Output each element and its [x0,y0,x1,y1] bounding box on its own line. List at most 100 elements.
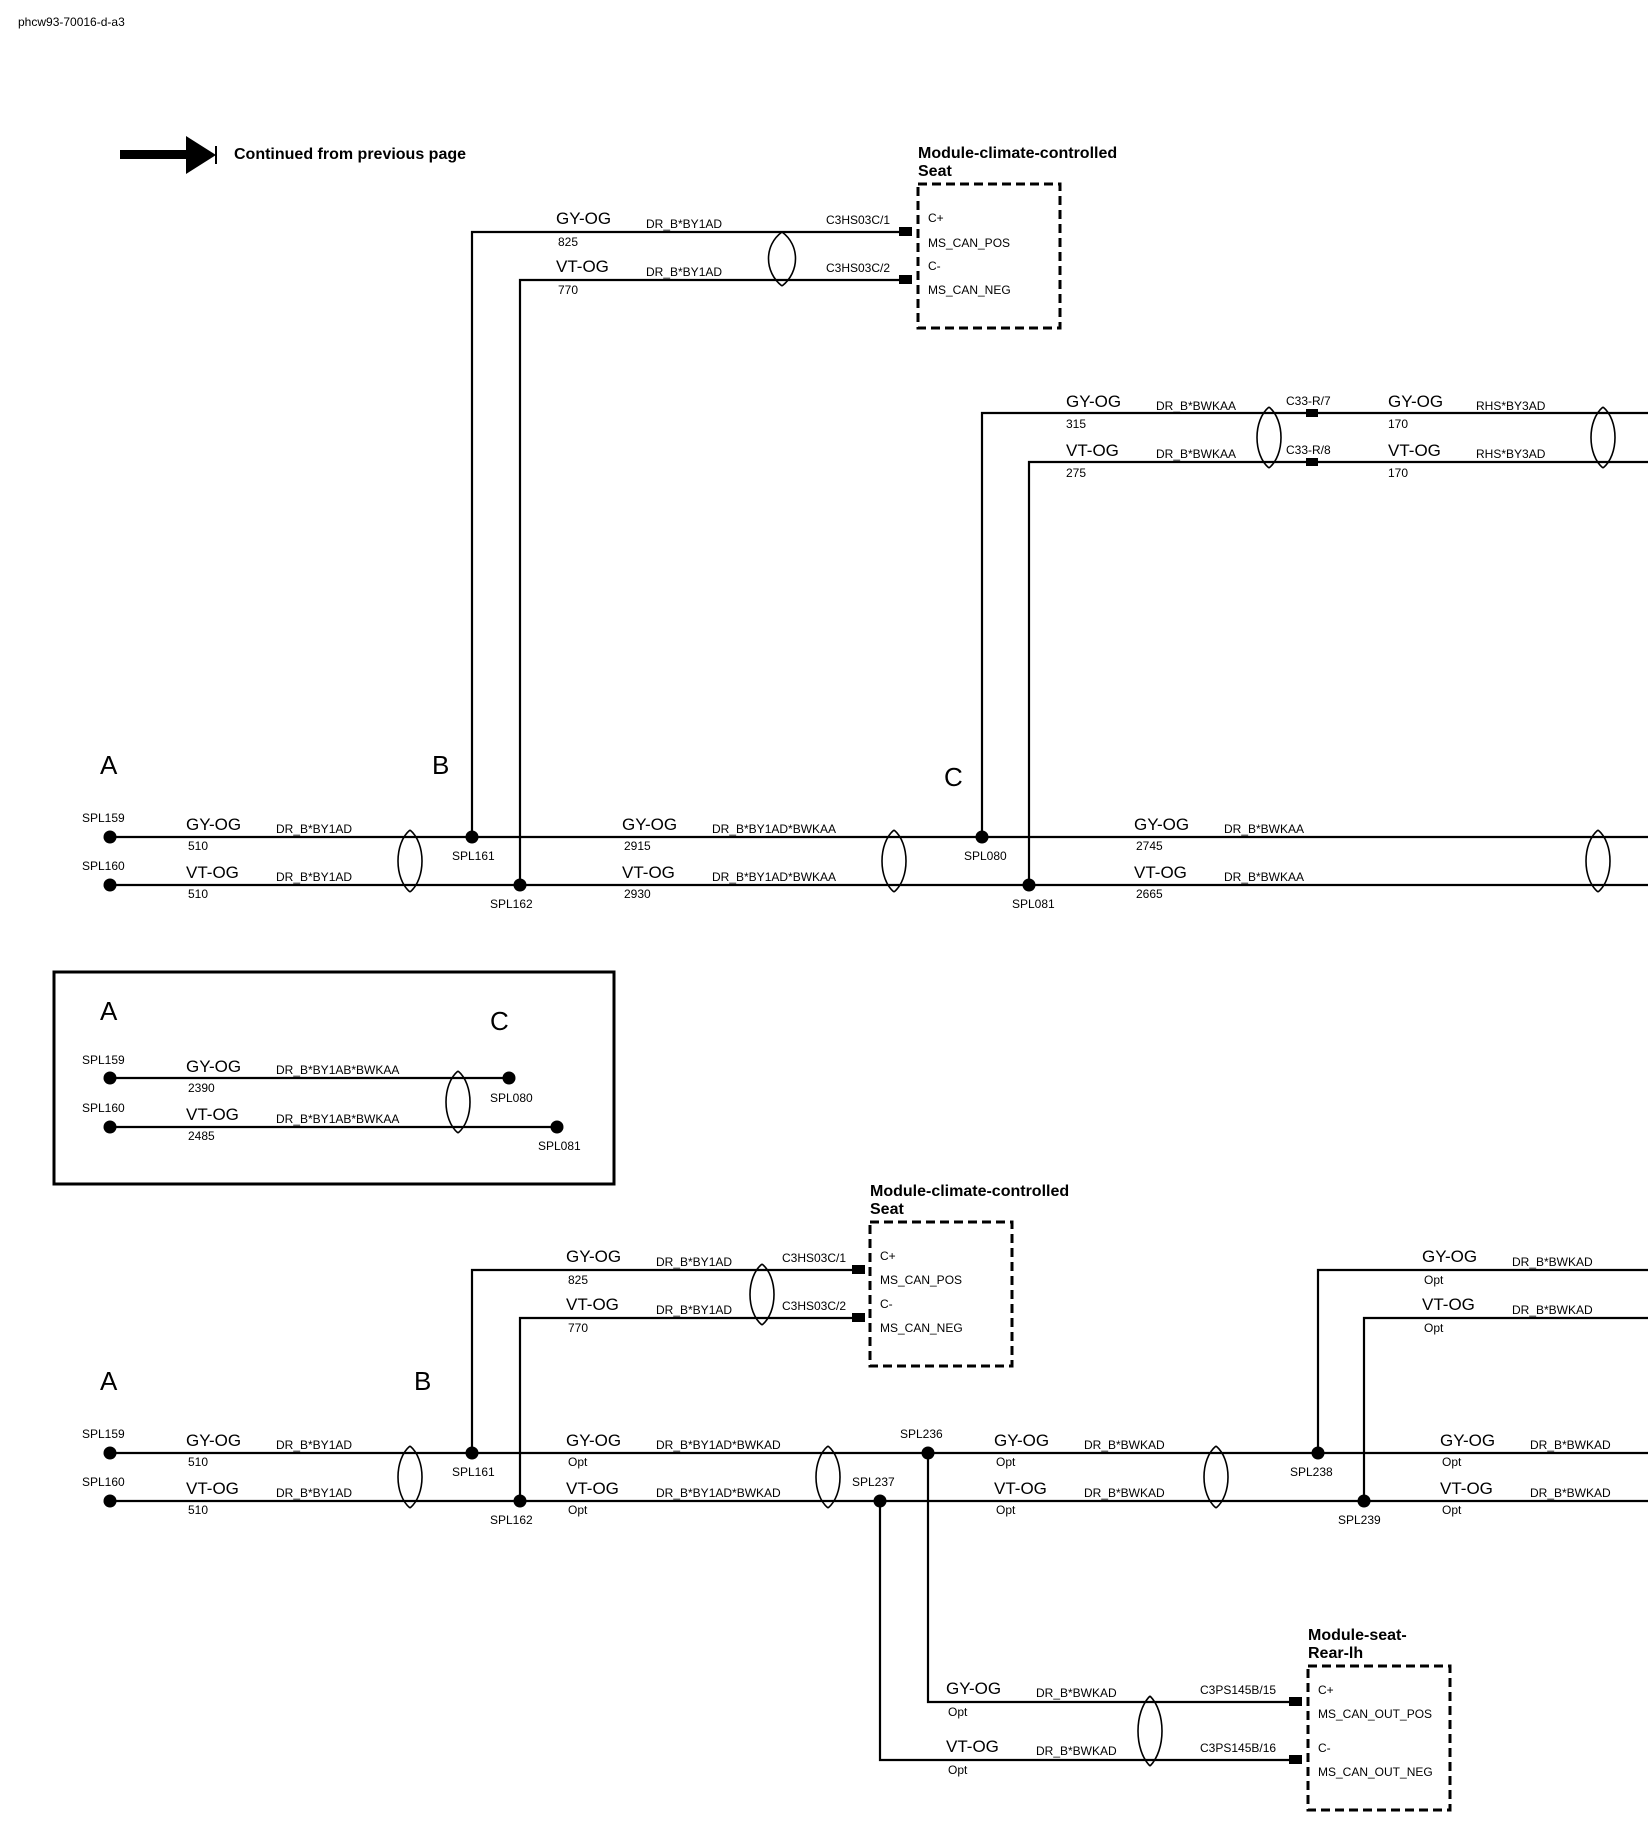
wire-length: 170 [1388,466,1408,480]
wire-length: 2915 [624,839,651,853]
connector-pin [1306,409,1318,417]
wire-length: Opt [948,1763,968,1777]
wire-length: Opt [948,1705,968,1719]
twist-icon [1256,406,1282,469]
pin-label: MS_CAN_NEG [928,283,1011,297]
splice-dot [103,830,117,844]
harness-code: DR_B*BWKAA [1156,399,1236,413]
splice-dot [465,1446,479,1460]
wire-length: 2390 [188,1081,215,1095]
harness-code: DR_B*BY1AD*BWKAD [656,1486,781,1500]
harness-code: RHS*BY3AD [1476,399,1546,413]
wire-length: 510 [188,1503,208,1517]
wire-length: 825 [558,235,578,249]
harness-code: DR_B*BY1AD [646,217,722,231]
wire-color: GY-OG [186,815,241,834]
wire [470,230,903,837]
module-climate-title-1: Module-climate-controlled [918,145,1117,162]
harness-code: DR_B*BY1AD [656,1255,732,1269]
wire-color: GY-OG [1422,1247,1477,1266]
twist-icon [815,1445,841,1509]
harness-code: DR_B*BY1AB*BWKAA [276,1112,399,1126]
splice-label: SPL081 [538,1139,581,1153]
connector-label: C3HS03C/1 [782,1251,846,1265]
wire-color: GY-OG [1134,815,1189,834]
harness-code: DR_B*BWKAD [1036,1686,1117,1700]
wire-length: Opt [996,1455,1016,1469]
harness-code: DR_B*BY1AD [276,822,352,836]
wire-color: VT-OG [1134,863,1187,882]
wire-color: VT-OG [186,1479,239,1498]
wire-color: GY-OG [994,1431,1049,1450]
wire-color: GY-OG [186,1431,241,1450]
wire-color: VT-OG [566,1295,619,1314]
splice-label: SPL159 [82,811,125,825]
splice-dot [465,830,479,844]
wire [518,1316,856,1501]
alternate-routing-box [52,970,616,1186]
harness-code: DR_B*BWKAD [1084,1486,1165,1500]
splice-label: SPL160 [82,1475,125,1489]
wire-color: VT-OG [1422,1295,1475,1314]
wire-length: 275 [1066,466,1086,480]
section-letter: B [432,750,449,780]
wire-length: 770 [568,1321,588,1335]
harness-code: DR_B*BY1AD [656,1303,732,1317]
harness-code: DR_B*BY1AD [276,870,352,884]
splice-label: SPL239 [1338,1513,1381,1527]
wire-length: Opt [1442,1455,1462,1469]
document-id: phcw93-70016-d-a3 [18,15,125,29]
harness-code: RHS*BY3AD [1476,447,1546,461]
splice-label: SPL159 [82,1053,125,1067]
twist-icon [881,829,907,893]
connector-pin [1289,1755,1302,1764]
wire [926,1453,1293,1704]
splice-label: SPL162 [490,897,533,911]
splice-dot [103,1446,117,1460]
connector-label: C3PS145B/15 [1200,1683,1276,1697]
connector-pin [1306,458,1318,466]
pin-label: C+ [928,211,944,225]
splice-label: SPL160 [82,859,125,873]
wire-color: VT-OG [1440,1479,1493,1498]
wire-length: Opt [1442,1503,1462,1517]
splice-dot [513,1494,527,1508]
splice-dot [502,1071,516,1085]
splice-label: SPL238 [1290,1465,1333,1479]
splice-dot [550,1120,564,1134]
harness-code: DR_B*BWKAD [1512,1255,1593,1269]
wire-color: GY-OG [186,1057,241,1076]
splice-label: SPL161 [452,1465,495,1479]
splice-dot [1022,878,1036,892]
wire [470,1268,856,1453]
wire-color: VT-OG [186,863,239,882]
pin-label: MS_CAN_NEG [880,1321,963,1335]
twist-icon [397,1445,423,1509]
wire-length: 770 [558,283,578,297]
pin-label: MS_CAN_OUT_NEG [1318,1765,1433,1779]
pin-label: C- [1318,1741,1331,1755]
twist-icon [1585,829,1611,893]
harness-code: DR_B*BY1AD*BWKAA [712,870,836,884]
wire-length: Opt [568,1455,588,1469]
pin-label: MS_CAN_POS [928,236,1010,250]
wire-color: VT-OG [186,1105,239,1124]
wire [1362,1316,1648,1501]
harness-code: DR_B*BWKAD [1530,1486,1611,1500]
module-climate-seat-box [916,182,1062,330]
connector-pin [899,275,912,284]
splice-label: SPL159 [82,1427,125,1441]
wire-length: Opt [1424,1273,1444,1287]
splice-dot [103,1494,117,1508]
wire [1027,460,1648,885]
harness-code: DR_B*BY1AD*BWKAD [656,1438,781,1452]
wire-color: VT-OG [1388,441,1441,460]
splice-label: SPL080 [964,849,1007,863]
wire-length: Opt [568,1503,588,1517]
module-seat-title-2: Rear-lh [1308,1645,1363,1662]
connector-label: C3PS145B/16 [1200,1741,1276,1755]
wire-length: 825 [568,1273,588,1287]
splice-dot [1311,1446,1325,1460]
wire-length: 510 [188,887,208,901]
